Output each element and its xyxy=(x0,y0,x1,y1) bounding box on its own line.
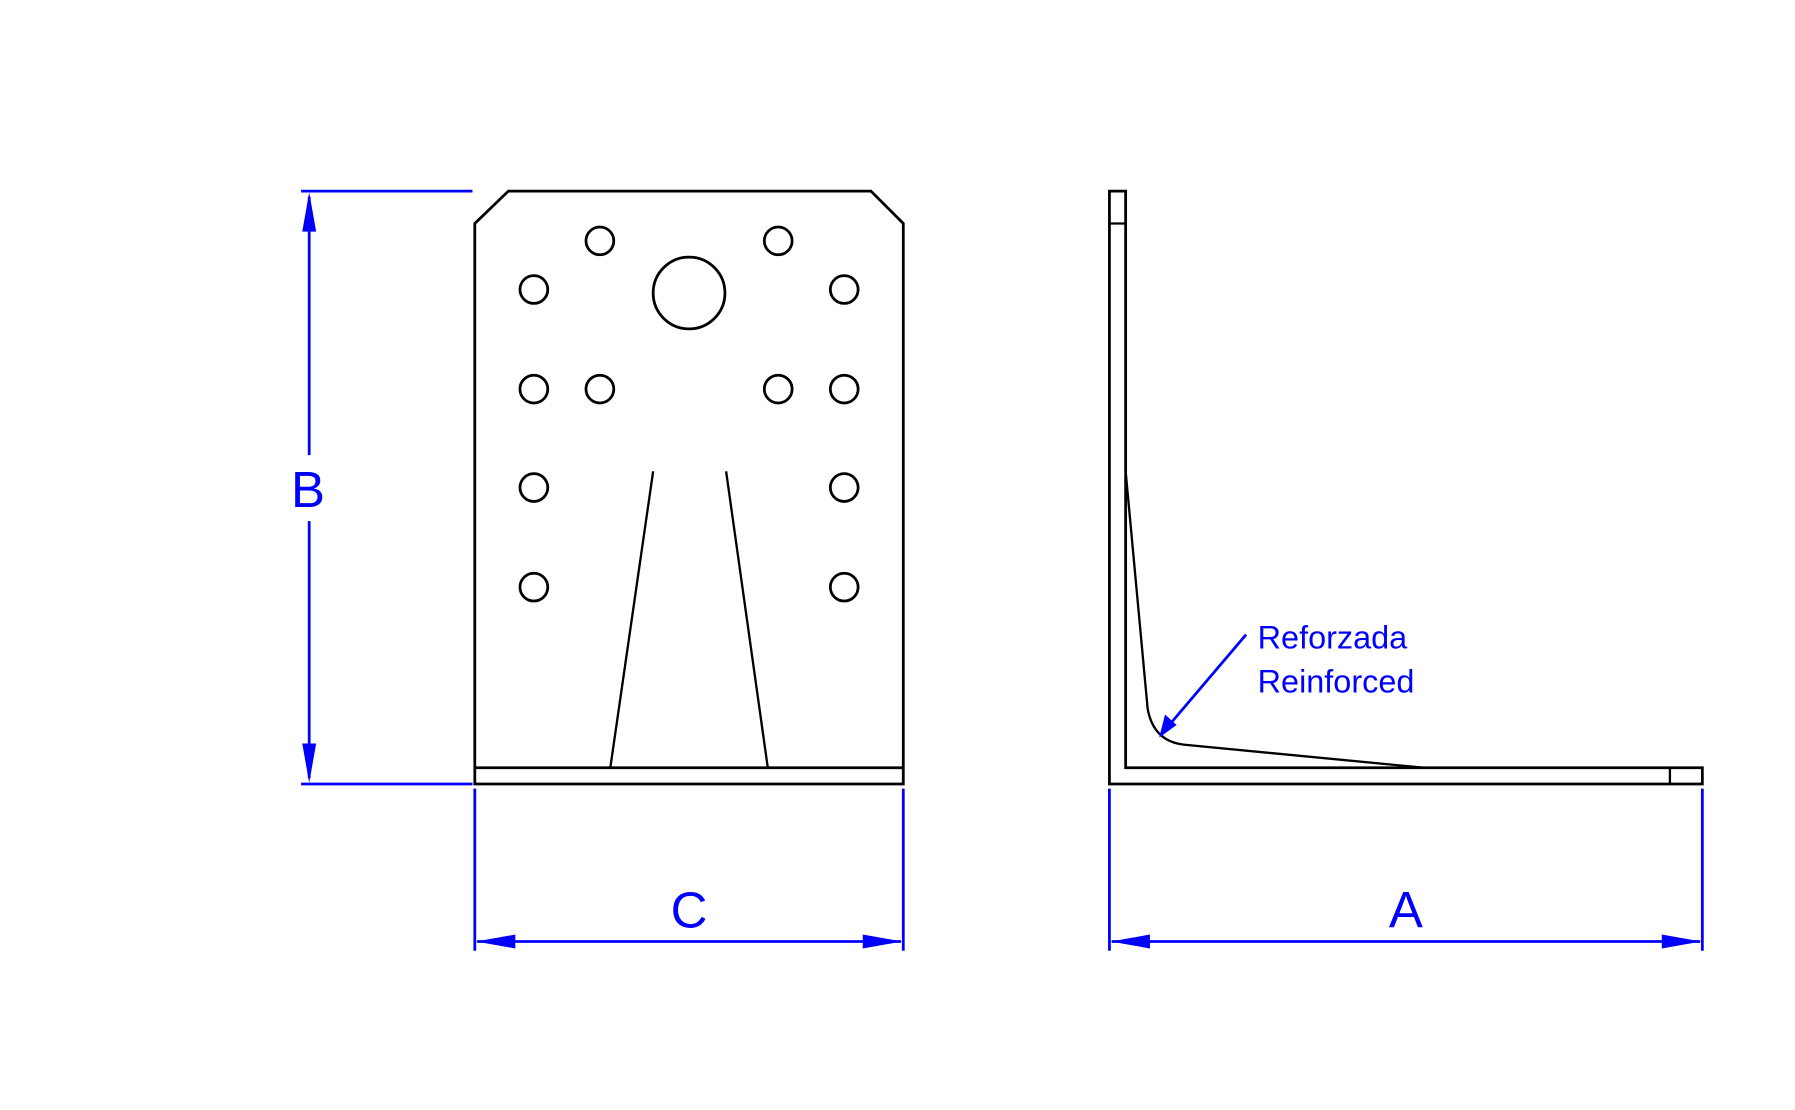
dimension-label-b: B xyxy=(291,461,325,518)
leader-line xyxy=(1166,633,1248,729)
reinforcement-rib xyxy=(1124,471,1425,769)
nail-holes xyxy=(518,225,860,603)
reinforced-annotation: Reforzada Reinforced xyxy=(1159,620,1414,738)
annotation-english: Reinforced xyxy=(1258,664,1415,700)
dimension-label-c: C xyxy=(671,882,708,939)
side-view xyxy=(1108,189,1704,786)
hole xyxy=(828,571,860,603)
hole xyxy=(518,274,550,305)
hole xyxy=(828,373,860,405)
front-view xyxy=(473,189,905,786)
gusset-line-right xyxy=(724,471,769,768)
arrow-down-icon xyxy=(302,743,317,783)
hole xyxy=(828,472,860,503)
gusset-line-left xyxy=(609,471,655,768)
leader-arrow-icon xyxy=(1159,714,1177,738)
arrow-right-icon xyxy=(1661,934,1702,949)
front-plate-outline xyxy=(473,189,905,786)
hole xyxy=(518,472,550,503)
hole xyxy=(828,274,860,305)
hole xyxy=(762,225,794,257)
large-hole xyxy=(651,255,727,331)
arrow-up-icon xyxy=(302,192,317,232)
dimension-b: B xyxy=(291,189,473,786)
hole xyxy=(518,373,550,405)
hole xyxy=(584,225,616,257)
hole xyxy=(518,571,550,603)
hole xyxy=(584,373,616,405)
dimension-a: A xyxy=(1108,788,1704,951)
arrow-left-icon xyxy=(1110,934,1150,949)
arrow-right-icon xyxy=(862,934,903,949)
hole xyxy=(762,373,794,405)
dimension-c: C xyxy=(473,788,905,951)
annotation-spanish: Reforzada xyxy=(1258,620,1408,656)
side-profile-outline xyxy=(1108,189,1704,786)
arrow-left-icon xyxy=(475,934,516,949)
dimension-label-a: A xyxy=(1389,882,1423,939)
